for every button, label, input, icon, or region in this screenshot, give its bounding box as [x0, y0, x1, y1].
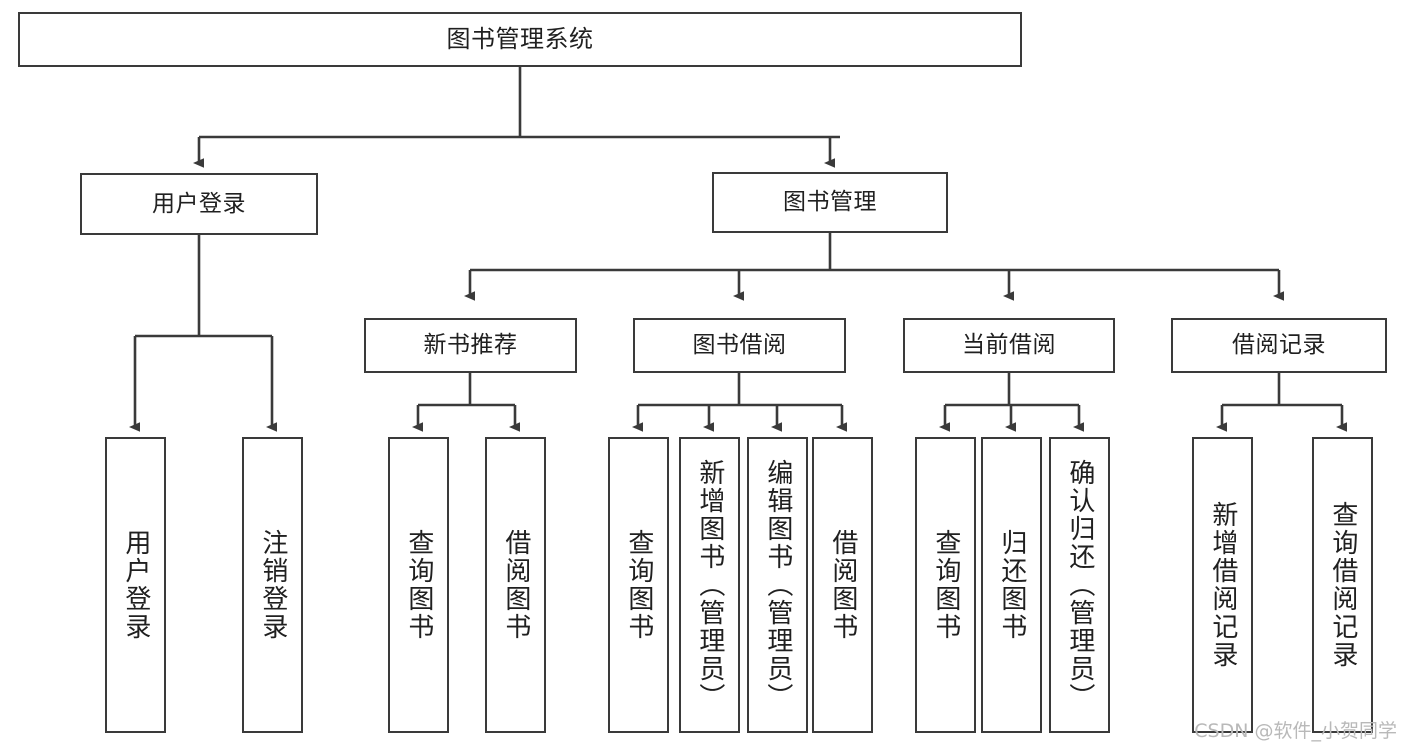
node-user-login[interactable]: 用户登录 [80, 173, 318, 235]
node-leaf-logout-login[interactable]: 注销登录 [242, 437, 303, 733]
node-root-label: 图书管理系统 [446, 24, 594, 53]
node-book-manage[interactable]: 图书管理 [712, 172, 948, 233]
node-leaf-edit-book-label: 编辑图书（管理员） [762, 459, 793, 711]
node-leaf-query-book-3-label: 查询图书 [930, 529, 961, 641]
node-leaf-borrow-book-2-label: 借阅图书 [827, 529, 858, 641]
node-leaf-logout-login-label: 注销登录 [257, 529, 288, 641]
node-leaf-add-record-label: 新增借阅记录 [1207, 501, 1238, 669]
node-leaf-add-book-label: 新增图书（管理员） [694, 459, 725, 711]
node-leaf-borrow-book-2[interactable]: 借阅图书 [812, 437, 873, 733]
node-book-borrow-label: 图书借阅 [692, 332, 787, 359]
node-leaf-query-book-3[interactable]: 查询图书 [915, 437, 976, 733]
node-book-borrow[interactable]: 图书借阅 [633, 318, 846, 373]
node-leaf-borrow-book-1[interactable]: 借阅图书 [485, 437, 546, 733]
node-leaf-return-book[interactable]: 归还图书 [981, 437, 1042, 733]
node-leaf-query-book-2[interactable]: 查询图书 [608, 437, 669, 733]
node-leaf-borrow-book-1-label: 借阅图书 [500, 529, 531, 641]
node-leaf-query-book-1-label: 查询图书 [403, 529, 434, 641]
node-user-login-label: 用户登录 [152, 190, 246, 217]
node-current-borrow[interactable]: 当前借阅 [903, 318, 1115, 373]
node-leaf-user-login-label: 用户登录 [120, 529, 151, 641]
node-leaf-add-book[interactable]: 新增图书（管理员） [679, 437, 740, 733]
node-book-manage-label: 图书管理 [783, 189, 877, 216]
node-leaf-add-record[interactable]: 新增借阅记录 [1192, 437, 1253, 733]
node-leaf-query-book-1[interactable]: 查询图书 [388, 437, 449, 733]
node-leaf-edit-book[interactable]: 编辑图书（管理员） [747, 437, 808, 733]
node-leaf-return-book-label: 归还图书 [996, 529, 1027, 641]
node-leaf-confirm-return[interactable]: 确认归还（管理员） [1049, 437, 1110, 733]
node-new-book-recommend[interactable]: 新书推荐 [364, 318, 577, 373]
node-borrow-record-label: 借阅记录 [1232, 332, 1326, 359]
node-borrow-record[interactable]: 借阅记录 [1171, 318, 1387, 373]
node-leaf-query-record-label: 查询借阅记录 [1327, 501, 1358, 669]
node-current-borrow-label: 当前借阅 [962, 332, 1056, 359]
node-leaf-query-book-2-label: 查询图书 [623, 529, 654, 641]
node-leaf-query-record[interactable]: 查询借阅记录 [1312, 437, 1373, 733]
node-leaf-confirm-return-label: 确认归还（管理员） [1064, 459, 1095, 711]
node-root[interactable]: 图书管理系统 [18, 12, 1022, 67]
node-leaf-user-login[interactable]: 用户登录 [105, 437, 166, 733]
node-new-book-recommend-label: 新书推荐 [423, 332, 518, 359]
